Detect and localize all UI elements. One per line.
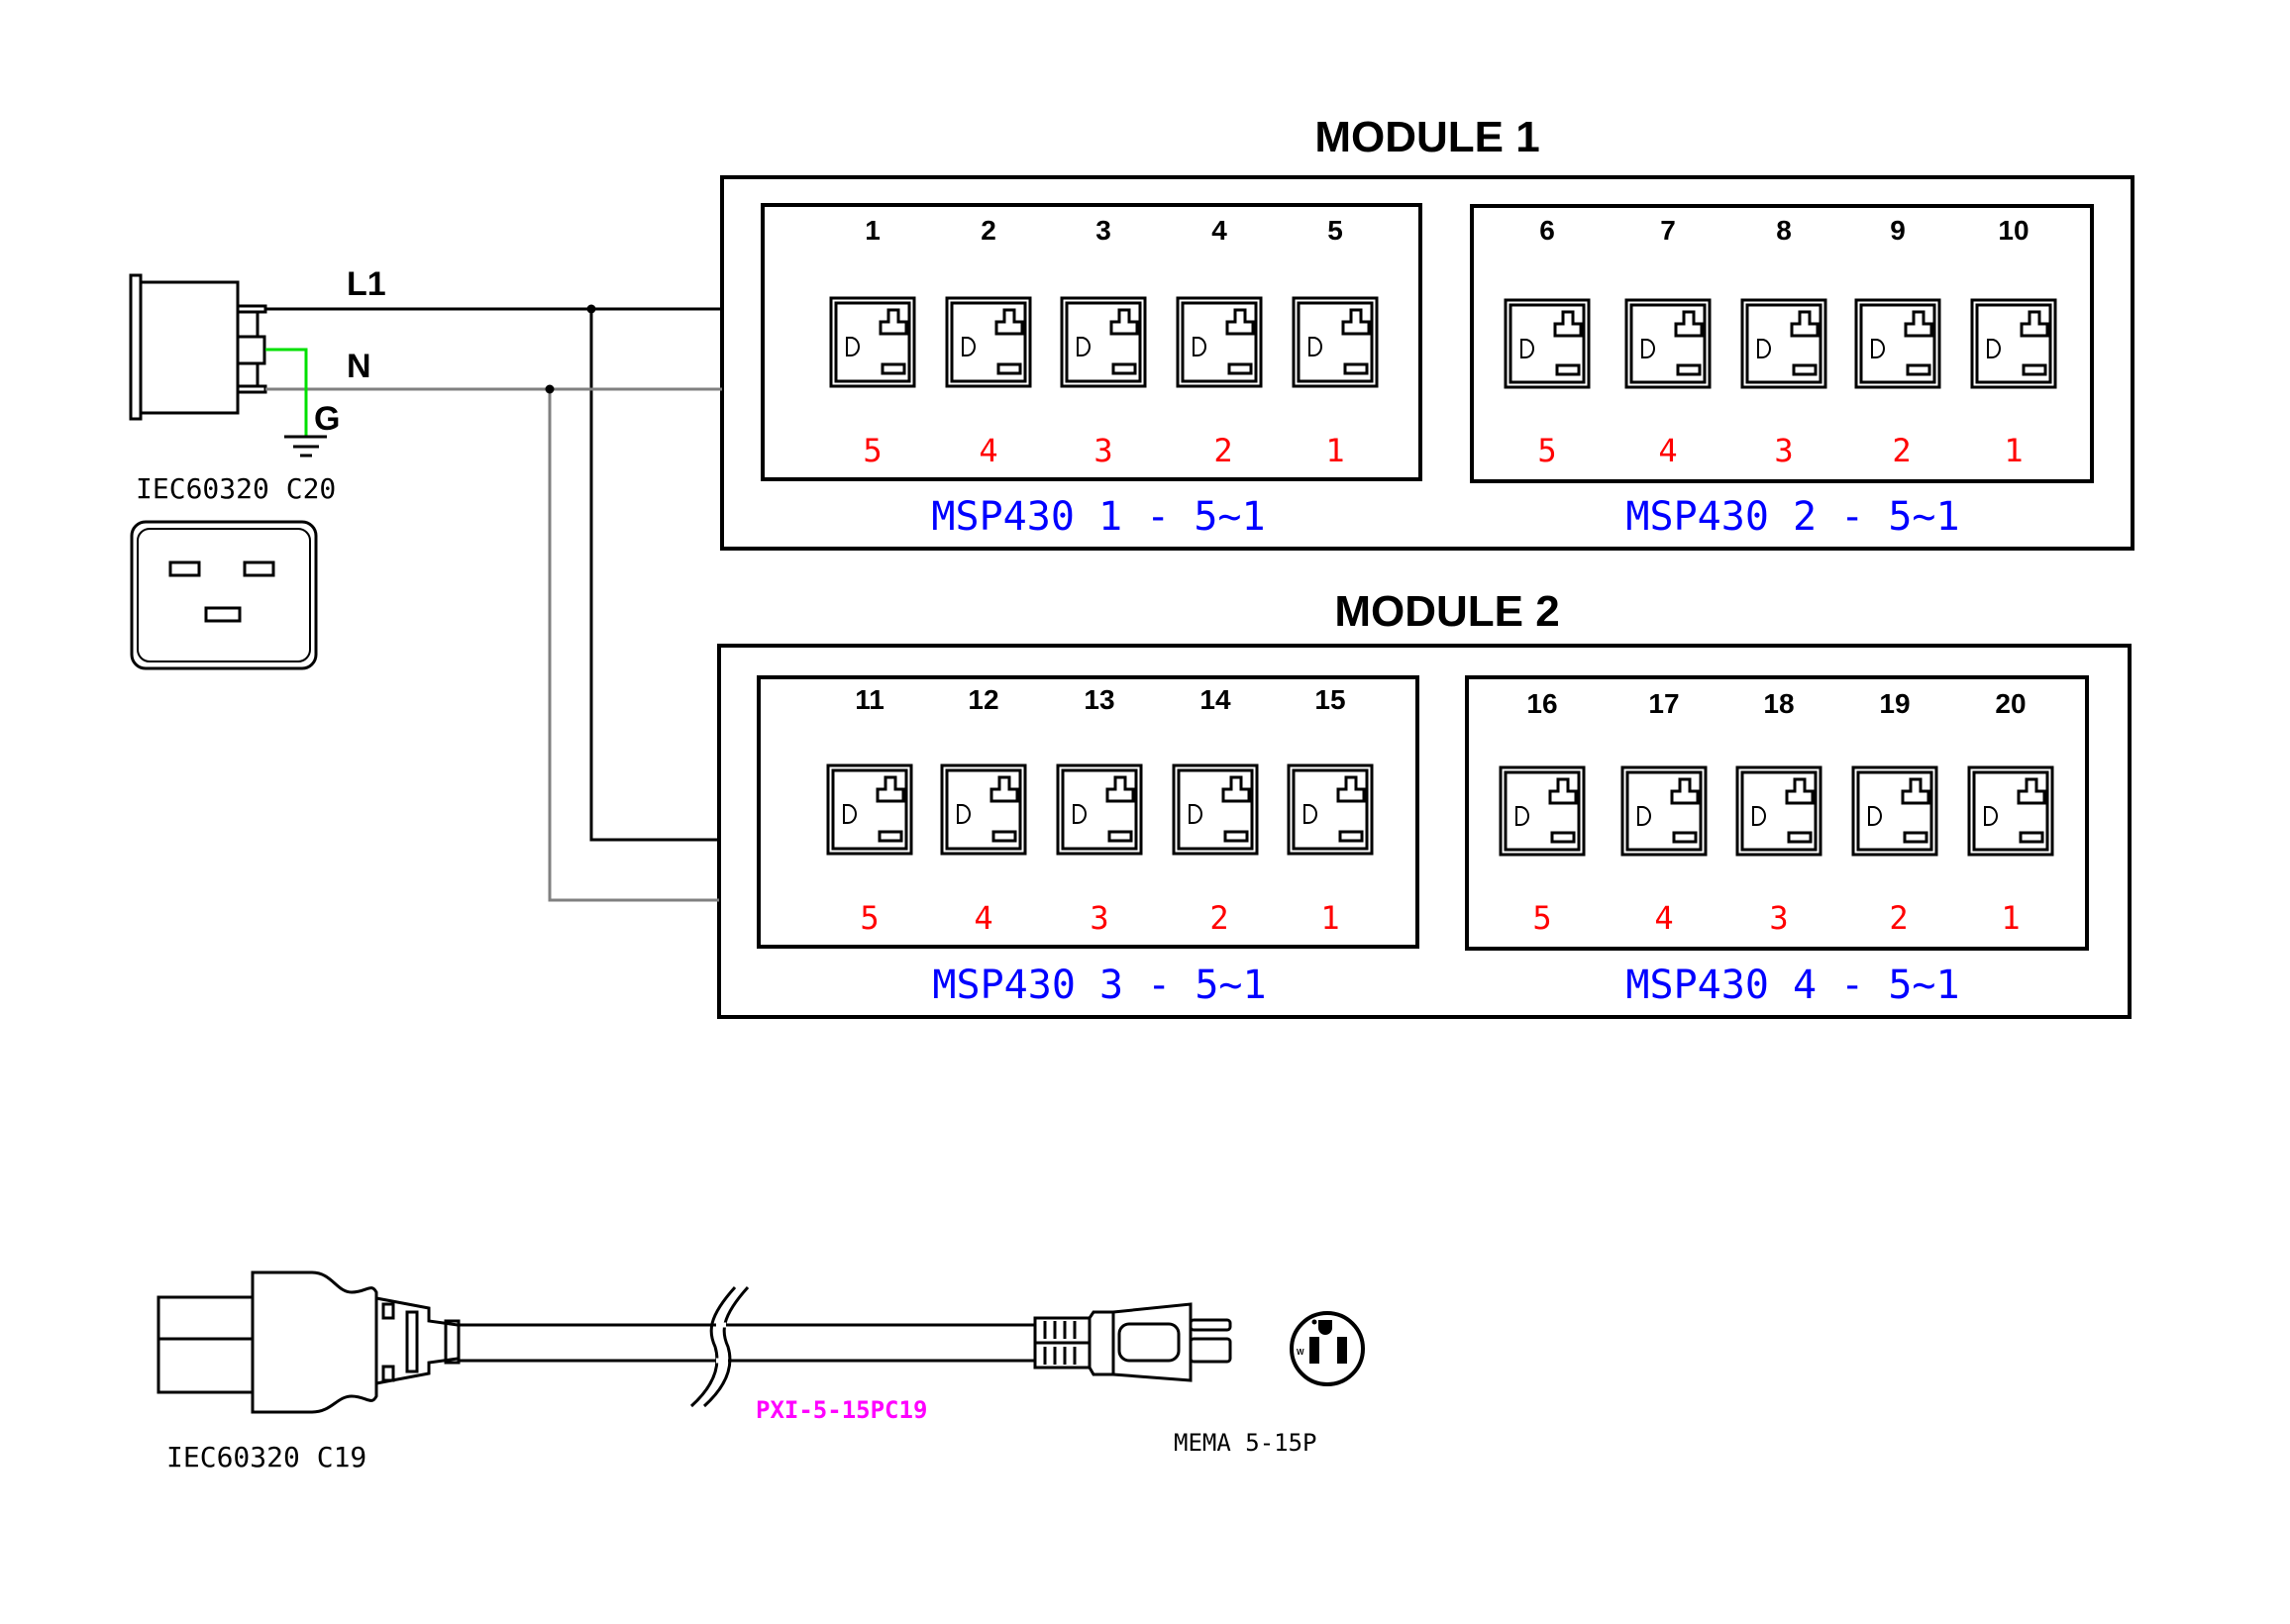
port-number: 5 xyxy=(860,899,879,937)
n-junction-dot xyxy=(545,384,555,394)
outlet-number: 1 xyxy=(865,215,881,246)
module-1-group-2-panel xyxy=(1470,204,2094,483)
nema-plug-label: MEMA 5-15P xyxy=(1174,1429,1317,1457)
outlet-receptacle xyxy=(1292,296,1379,388)
outlet-number: 5 xyxy=(1327,215,1343,246)
module-2-group-1-panel xyxy=(757,675,1419,949)
c19-label: IEC60320 C19 xyxy=(166,1441,366,1473)
port-number: 1 xyxy=(2001,899,2020,937)
n-wire xyxy=(265,387,722,902)
outlet-number: 19 xyxy=(1879,688,1910,719)
nema-5-15-face-icon: W xyxy=(1290,1311,1365,1386)
outlet-receptacle xyxy=(1735,765,1822,857)
module-2-title: MODULE 2 xyxy=(1334,587,1559,636)
outlet-receptacle xyxy=(1624,298,1712,389)
outlet-receptacle xyxy=(1740,298,1827,389)
module-1-group-1-panel xyxy=(761,203,1422,481)
inlet-label: IEC60320 C20 xyxy=(136,472,336,505)
outlet-receptacle xyxy=(1060,296,1147,388)
outlet-number: 9 xyxy=(1890,215,1906,246)
outlet-receptacle xyxy=(1176,296,1263,388)
port-number: 4 xyxy=(1658,432,1677,469)
outlet-receptacle xyxy=(1172,763,1259,856)
c20-inlet-face-icon xyxy=(130,520,318,670)
outlet-number: 15 xyxy=(1314,684,1345,715)
outlet-receptacle xyxy=(1287,763,1374,856)
group-label-msp430-4: MSP430 4 - 5~1 xyxy=(1625,963,1959,1008)
port-number: 3 xyxy=(1093,432,1112,469)
outlet-number: 12 xyxy=(968,684,998,715)
outlet-number: 7 xyxy=(1660,215,1676,246)
outlet-receptacle xyxy=(1056,763,1143,856)
port-number: 5 xyxy=(863,432,882,469)
outlet-receptacle xyxy=(1967,765,2054,857)
port-number: 2 xyxy=(1889,899,1908,937)
g-label: G xyxy=(314,400,340,438)
outlet-number: 3 xyxy=(1095,215,1111,246)
cable-break-icon xyxy=(689,1285,750,1408)
c19-connector-icon xyxy=(156,1270,461,1414)
outlet-number: 18 xyxy=(1763,688,1794,719)
port-number: 3 xyxy=(1774,432,1793,469)
port-number: 4 xyxy=(979,432,997,469)
outlet-number: 10 xyxy=(1998,215,2029,246)
port-number: 4 xyxy=(974,899,992,937)
outlet-number: 14 xyxy=(1199,684,1231,715)
ground-symbol-icon xyxy=(284,435,327,457)
outlet-receptacle xyxy=(1851,765,1938,857)
l1-junction-dot xyxy=(586,304,596,314)
module-1-title: MODULE 1 xyxy=(1314,113,1539,161)
group-label-msp430-3: MSP430 3 - 5~1 xyxy=(932,963,1266,1008)
port-number: 2 xyxy=(1892,432,1911,469)
port-number: 2 xyxy=(1213,432,1232,469)
group-label-msp430-2: MSP430 2 - 5~1 xyxy=(1625,494,1959,540)
outlet-number: 11 xyxy=(855,684,885,715)
outlet-number: 4 xyxy=(1211,215,1227,246)
outlet-number: 17 xyxy=(1648,688,1679,719)
outlet-receptacle xyxy=(826,763,913,856)
outlet-receptacle xyxy=(1504,298,1591,389)
outlet-layer: 1524334251657483921011151241331421511651… xyxy=(826,215,2057,937)
port-number: 2 xyxy=(1209,899,1228,937)
svg-text:W: W xyxy=(1297,1348,1304,1357)
outlet-receptacle xyxy=(1620,765,1708,857)
port-number: 3 xyxy=(1090,899,1108,937)
module-1-enclosure xyxy=(720,175,2134,551)
port-number: 4 xyxy=(1654,899,1673,937)
n-label: N xyxy=(347,348,371,385)
outlet-receptacle xyxy=(945,296,1032,388)
outlet-receptacle xyxy=(1499,765,1586,857)
nema-plug-icon xyxy=(1033,1302,1232,1382)
power-cable xyxy=(459,1323,1035,1363)
outlet-number: 6 xyxy=(1539,215,1555,246)
port-number: 3 xyxy=(1769,899,1788,937)
port-number: 5 xyxy=(1532,899,1551,937)
ground-wire xyxy=(265,348,308,437)
module-2-enclosure xyxy=(717,644,2132,1019)
port-number: 5 xyxy=(1537,432,1556,469)
c20-inlet-side-icon xyxy=(129,273,267,421)
outlet-number: 8 xyxy=(1776,215,1792,246)
outlet-receptacle xyxy=(829,296,916,388)
port-number: 1 xyxy=(1320,899,1339,937)
port-number: 1 xyxy=(2004,432,2023,469)
outlet-receptacle xyxy=(940,763,1027,856)
port-number: 1 xyxy=(1325,432,1344,469)
outlet-number: 13 xyxy=(1084,684,1114,715)
outlet-number: 16 xyxy=(1526,688,1557,719)
l1-wire xyxy=(265,307,722,842)
group-label-msp430-1: MSP430 1 - 5~1 xyxy=(931,494,1265,540)
outlet-number: 20 xyxy=(1995,688,2026,719)
module-2-group-2-panel xyxy=(1465,675,2089,951)
outlet-receptacle xyxy=(1854,298,1941,389)
l1-label: L1 xyxy=(347,265,386,303)
outlet-number: 2 xyxy=(981,215,996,246)
cable-part-number: PXI-5-15PC19 xyxy=(756,1396,927,1424)
outlet-receptacle xyxy=(1970,298,2057,389)
